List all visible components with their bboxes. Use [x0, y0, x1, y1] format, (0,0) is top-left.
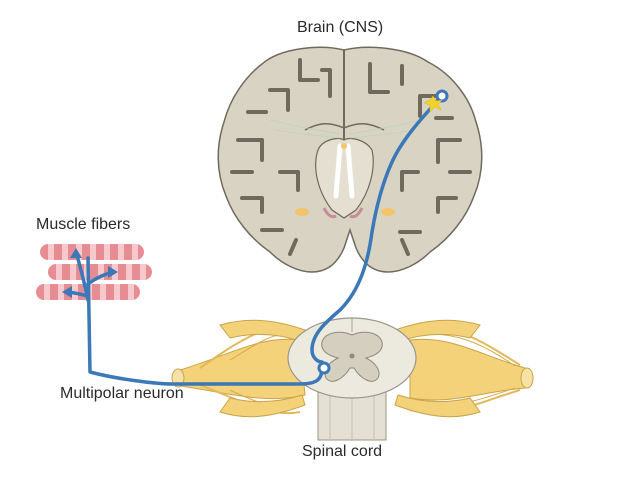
lower-neuron-cell-body — [317, 361, 331, 375]
lower-motor-neuron-axon — [86, 256, 324, 386]
muscle-fibers — [36, 244, 152, 300]
axon-terminals — [62, 248, 118, 298]
brain-coronal-section — [217, 46, 483, 273]
multipolar-neuron-label: Multipolar neuron — [60, 385, 184, 402]
spinal-cord — [287, 317, 417, 441]
spinal-cord-label: Spinal cord — [302, 443, 383, 460]
axon-terminal-3 — [62, 286, 72, 298]
muscle-fibers-label: Muscle fibers — [36, 216, 131, 233]
right-nerve-end — [520, 367, 534, 389]
axon-terminal-2 — [108, 266, 118, 278]
nucleus-left — [295, 208, 309, 216]
muscle-fiber-top — [40, 244, 144, 260]
brain-label: Brain (CNS) — [297, 19, 384, 36]
upper-neuron-cell-body — [435, 89, 449, 103]
upper-motor-neuron-axon — [310, 96, 442, 364]
axon-terminal-1 — [70, 248, 82, 258]
nucleus-right — [381, 208, 395, 216]
synapse-star-icon — [423, 95, 443, 113]
